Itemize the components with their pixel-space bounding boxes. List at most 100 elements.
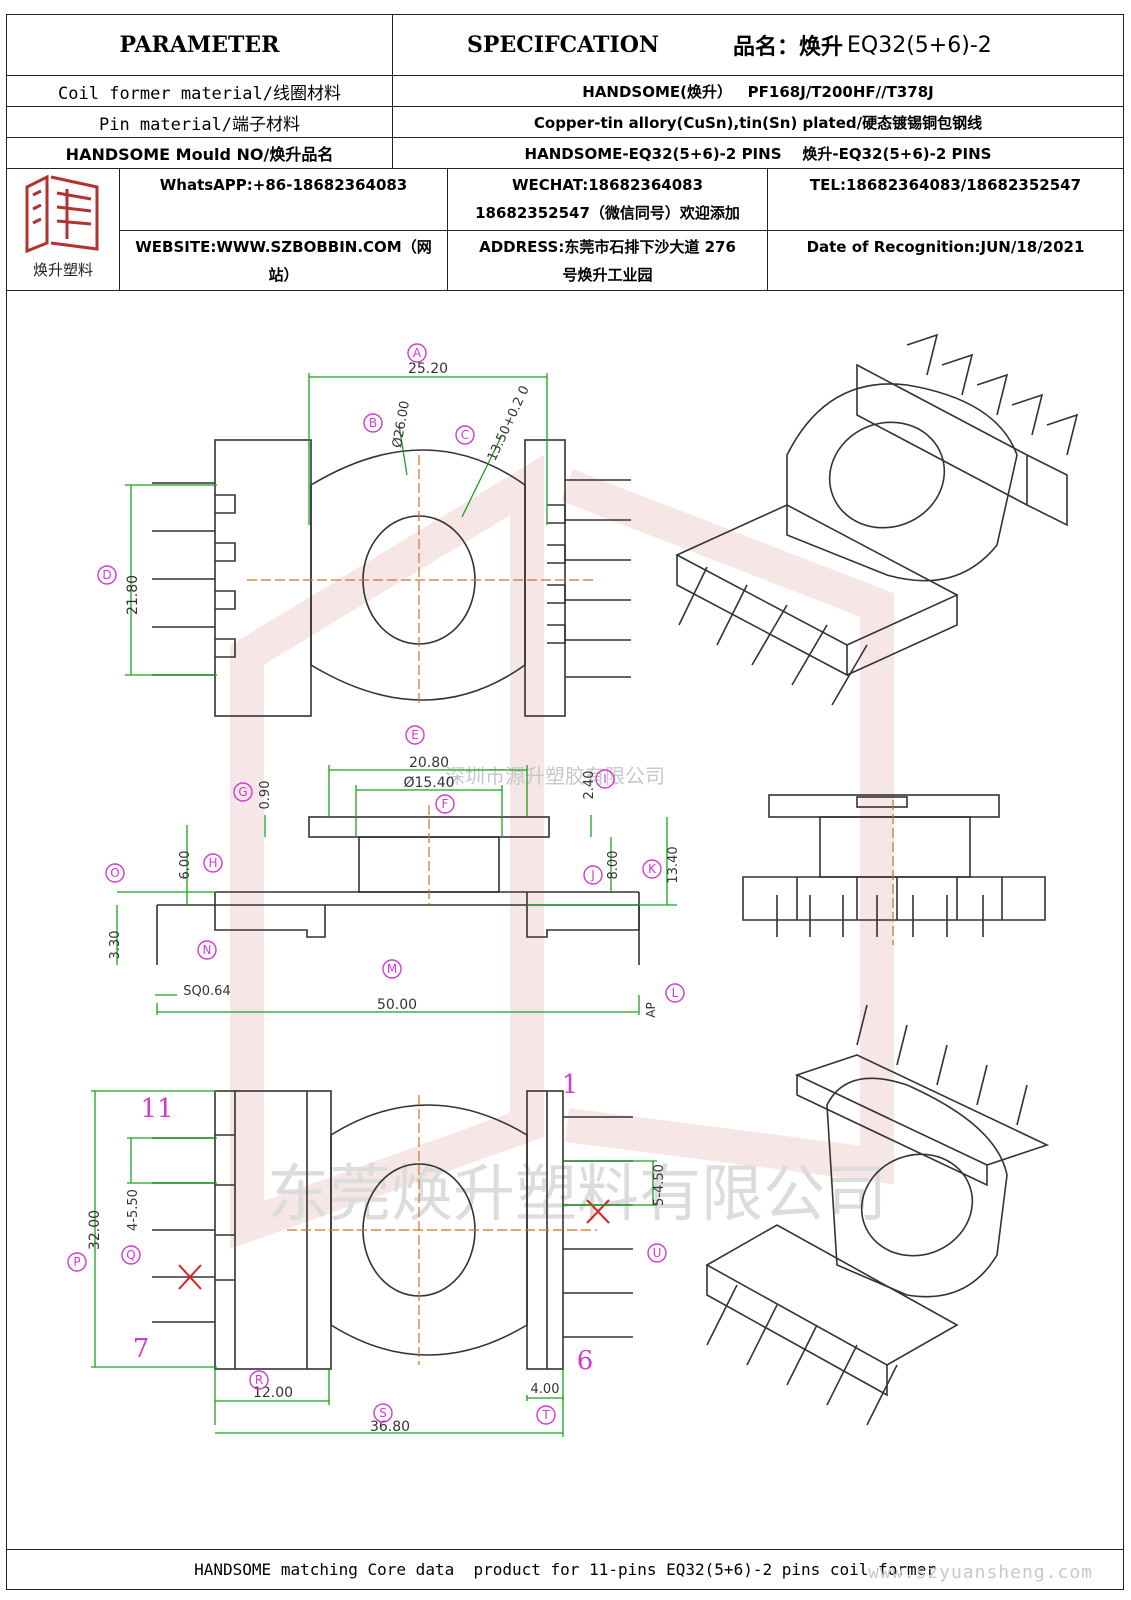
watermark-small: 深圳市源升塑胶有限公司	[445, 764, 665, 788]
svg-text:B: B	[369, 416, 377, 430]
svg-text:H: H	[208, 856, 217, 870]
website-line2: 站）	[268, 266, 299, 284]
pin-material-label: Pin material/端子材料	[98, 114, 301, 135]
drawing-canvas: 深圳市源升塑胶有限公司 东莞焕升塑料有限公司	[67, 333, 1079, 1437]
svg-text:U: U	[653, 1246, 662, 1260]
product-name-label: 品名：焕升	[733, 35, 844, 60]
technical-drawing: 深圳市源升塑胶有限公司 东莞焕升塑料有限公司	[7, 305, 1122, 1517]
callout-D: D	[97, 565, 117, 585]
date-text: Date of Recognition:JUN/18/2021	[806, 238, 1085, 256]
specification-heading: SPECIFCATION	[467, 32, 659, 58]
whatsapp-text: WhatsAPP:+86-18682364083	[159, 176, 408, 194]
pin-number-11: 11	[140, 1094, 173, 1124]
watermark-logo	[230, 454, 894, 1250]
coil-material-value: HANDSOME(焕升） PF168J/T200HF//T378J	[582, 82, 934, 101]
callout-F: F	[435, 794, 455, 814]
logo-caption: 焕升塑料	[33, 261, 93, 279]
website-line1: WEBSITE:WWW.SZBOBBIN.COM（网	[135, 238, 432, 256]
callout-O: O	[105, 863, 125, 883]
dim-T: 4.00	[531, 1382, 560, 1397]
callout-I: I	[595, 769, 615, 789]
dim-R: 12.00	[253, 1385, 293, 1401]
dim-O: 3.30	[108, 931, 123, 960]
parameter-heading: PARAMETER	[119, 32, 280, 58]
dim-K: 13.40	[666, 846, 681, 883]
svg-text:N: N	[203, 943, 212, 957]
address-line1: ADDRESS:东莞市石排下沙大道 276	[479, 238, 736, 256]
mould-no-row: HANDSOME Mould NO/焕升品名 HANDSOME-EQ32(5+6…	[7, 138, 1123, 169]
website: WEBSITE:WWW.SZBOBBIN.COM（网 站）	[120, 231, 447, 291]
dim-N: SQ0.64	[183, 984, 230, 999]
pin-number-6: 6	[577, 1346, 594, 1376]
svg-text:J: J	[590, 868, 595, 882]
product-name-value: EQ32(5+6)-2	[847, 32, 992, 58]
side-view-dims	[116, 765, 677, 1015]
callout-R: R	[249, 1370, 269, 1390]
wechat-line1: WECHAT:18682364083	[511, 176, 703, 194]
isometric-view-top	[675, 333, 1079, 706]
svg-text:G: G	[238, 785, 247, 799]
address-line2: 号焕升工业园	[562, 266, 653, 284]
tel-text: TEL:18682364083/18682352547	[809, 176, 1082, 194]
recognition-date: Date of Recognition:JUN/18/2021	[768, 231, 1123, 291]
callout-E: E	[405, 725, 425, 745]
telephone: TEL:18682364083/18682352547	[768, 169, 1123, 230]
callout-J: J	[583, 865, 603, 885]
dim-M: 50.00	[377, 997, 417, 1013]
wechat-line2: 18682352547（微信同号）欢迎添加	[475, 204, 740, 222]
side-view	[156, 816, 640, 965]
header-row: PARAMETER SPECIFCATION 品名：焕升 EQ32(5+6)-2	[7, 15, 1123, 76]
company-logo: 焕升塑料	[7, 169, 119, 290]
dim-I: 2.40	[582, 771, 597, 800]
svg-text:M: M	[387, 962, 397, 976]
logo-icon: 焕升塑料	[25, 174, 99, 279]
company-info-block: 焕升塑料 WhatsAPP:+86-18682364083 WECHAT:186…	[7, 169, 1123, 291]
dim-A: 25.20	[408, 361, 448, 377]
pin-material-row: Pin material/端子材料 Copper-tin allory(CuSn…	[7, 107, 1123, 138]
callout-K: K	[642, 859, 662, 879]
dim-E: 20.80	[409, 755, 449, 771]
mould-no-label: HANDSOME Mould NO/焕升品名	[65, 145, 334, 164]
address: ADDRESS:东莞市石排下沙大道 276 号焕升工业园	[448, 231, 767, 291]
watermark-big: 东莞焕升塑料有限公司	[267, 1157, 887, 1230]
dim-S: 36.80	[370, 1419, 410, 1435]
footer-text: HANDSOME matching Core data product for …	[194, 1560, 936, 1579]
dim-G: 0.90	[258, 781, 273, 810]
dim-Q: 4-5.50	[126, 1189, 141, 1231]
dim-B: Ø26.00	[390, 400, 413, 449]
svg-text:S: S	[379, 1406, 387, 1420]
footer-url: www.szyuansheng.com	[868, 1562, 1093, 1583]
callout-labels: A B C D E F G H I J K L M N O P Q R S T	[67, 343, 685, 1425]
pin-material-value: Copper-tin allory(CuSn),tin(Sn) plated/硬…	[533, 113, 983, 132]
isometric-view-bottom	[705, 1004, 1050, 1426]
footer: HANDSOME matching Core data product for …	[7, 1549, 1123, 1589]
callout-N: N	[197, 940, 217, 960]
svg-text:L: L	[672, 986, 679, 1000]
callout-T: T	[536, 1405, 556, 1425]
dim-D: 21.80	[125, 575, 141, 615]
whatsapp: WhatsAPP:+86-18682364083	[120, 169, 447, 230]
dim-H: 6.00	[178, 851, 193, 880]
svg-text:F: F	[442, 797, 449, 811]
dim-P: 32.00	[87, 1210, 103, 1250]
svg-text:D: D	[102, 568, 111, 582]
bottom-view-dims	[91, 1090, 657, 1437]
callout-A: A	[407, 343, 427, 363]
svg-text:E: E	[411, 728, 419, 742]
svg-text:P: P	[73, 1255, 80, 1269]
svg-text:I: I	[603, 772, 607, 786]
svg-text:Q: Q	[126, 1248, 135, 1262]
coil-material-row: Coil former material/线圈材料 HANDSOME(焕升） P…	[7, 76, 1123, 107]
svg-text:R: R	[255, 1373, 263, 1387]
pin-number-1: 1	[562, 1070, 579, 1100]
callout-M: M	[382, 959, 402, 979]
dim-J: 8.00	[606, 851, 621, 880]
top-view-centerlines	[247, 455, 597, 705]
spec-sheet: PARAMETER SPECIFCATION 品名：焕升 EQ32(5+6)-2…	[6, 14, 1124, 1590]
callout-S: S	[373, 1403, 393, 1423]
svg-text:A: A	[413, 346, 422, 360]
svg-text:C: C	[461, 428, 469, 442]
mould-no-value: HANDSOME-EQ32(5+6)-2 PINS 焕升-EQ32(5+6)-2…	[524, 144, 992, 163]
coil-material-label: Coil former material/线圈材料	[58, 83, 341, 104]
svg-text:K: K	[648, 862, 657, 876]
